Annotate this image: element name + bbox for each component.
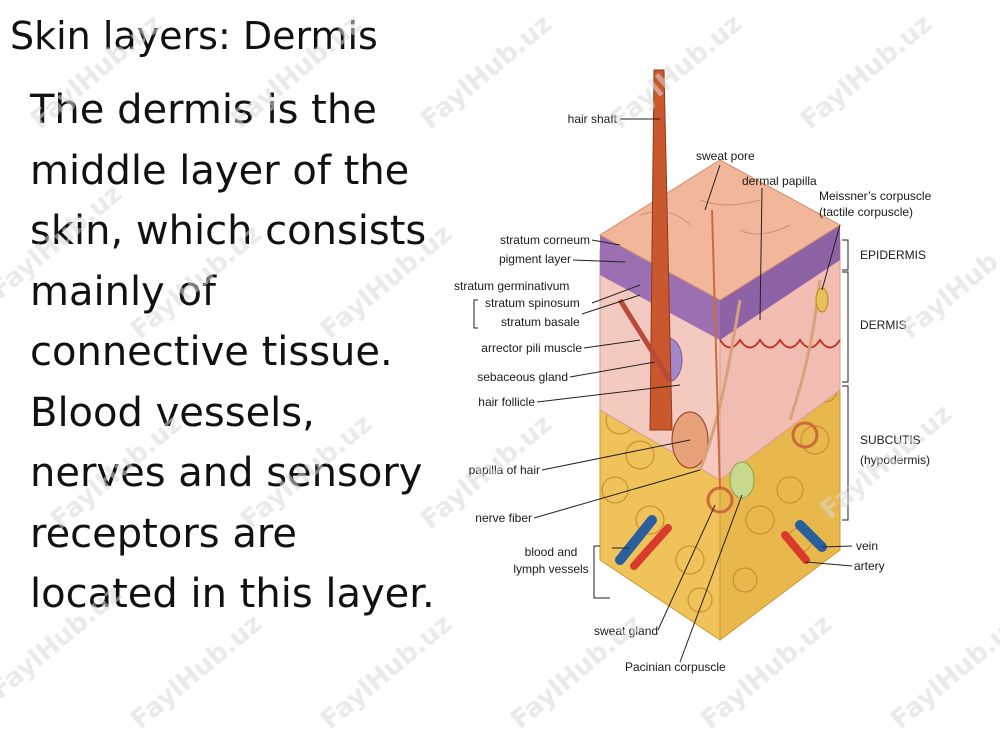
label-artery: artery: [854, 559, 885, 573]
label-vein: vein: [856, 539, 878, 553]
body-line: Blood vessels,: [30, 389, 315, 436]
skin-cross-section-diagram: hair shaft sweat pore dermal papilla Mei…: [454, 69, 932, 674]
label-blood-vessels: blood and: [525, 545, 578, 559]
label-meissner-corpuscle: Meissner’s corpuscle: [819, 189, 932, 203]
label-stratum-corneum: stratum corneum: [500, 233, 590, 247]
label-epidermis: EPIDERMIS: [860, 248, 926, 262]
label-lymph-vessels: lymph vessels: [513, 562, 588, 576]
body-line: skin, which consists: [30, 208, 427, 254]
label-stratum-spinosum: stratum spinosum: [485, 296, 580, 310]
label-dermal-papilla: dermal papilla: [742, 174, 817, 188]
label-stratum-basale: stratum basale: [501, 315, 580, 329]
label-arrector-pili-muscle: arrector pili muscle: [481, 341, 582, 355]
leader-lines: [473, 118, 853, 663]
label-pacinian-corpuscle: Pacinian corpuscle: [625, 660, 726, 674]
slide-title: Skin layers: Dermis: [10, 14, 378, 58]
label-nerve-fiber: nerve fiber: [475, 511, 532, 525]
body-line: receptors are: [30, 510, 298, 557]
label-sebaceous-gland: sebaceous gland: [477, 370, 568, 384]
skin-block-illustration: [599, 69, 841, 641]
label-tactile-corpuscle: (tactile corpuscle): [819, 205, 913, 219]
watermark-text: FaylHub.uz: [315, 609, 458, 736]
label-papilla-of-hair: papilla of hair: [469, 463, 540, 477]
label-stratum-germinativum: stratum germinativum: [454, 279, 569, 293]
body-line: connective tissue.: [30, 329, 393, 375]
body-line: middle layer of the: [30, 147, 410, 194]
body-line: mainly of: [30, 268, 216, 315]
label-subcutis: SUBCUTIS: [860, 433, 921, 447]
body-line: located in this layer.: [30, 571, 435, 617]
body-line: nerves and sensory: [30, 450, 423, 496]
body-text: The dermis is the middle layer of the sk…: [30, 80, 440, 625]
label-hair-shaft: hair shaft: [568, 112, 618, 126]
label-hair-follicle: hair follicle: [478, 395, 535, 409]
label-hypodermis: (hypodermis): [860, 453, 930, 467]
label-pigment-layer: pigment layer: [499, 252, 571, 266]
watermark-text: FaylHub.uz: [125, 609, 268, 736]
diagram-labels: hair shaft sweat pore dermal papilla Mei…: [454, 112, 932, 674]
label-sweat-pore: sweat pore: [696, 149, 755, 163]
label-dermis: DERMIS: [860, 318, 907, 332]
label-sweat-gland: sweat gland: [594, 624, 658, 638]
body-line: The dermis is the: [30, 87, 377, 133]
